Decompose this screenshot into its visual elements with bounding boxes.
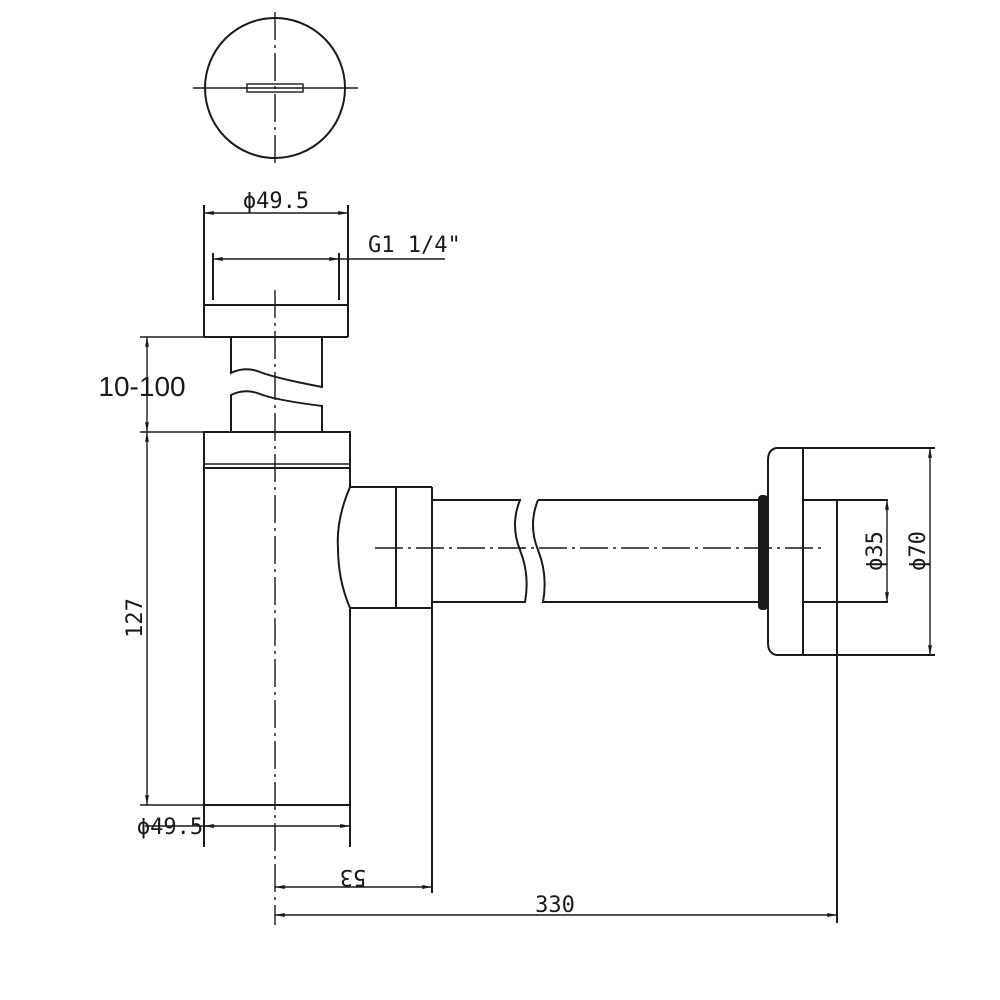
dimension-flange-diameter: ϕ70 [906,448,932,655]
extension-shaft [230,337,323,432]
wall-flange [758,447,935,923]
dimension-height-adjust: 10-100 [98,336,204,433]
dim-label-flange-diameter: ϕ70 [906,531,931,571]
dim-label-pipe-diameter: ϕ35 [863,531,888,571]
outlet-pipe [432,499,762,603]
dim-label-thread: G1 1/4" [368,233,461,258]
top-view-plug [193,12,358,165]
dimension-thread: G1 1/4" [213,233,461,261]
dimension-bottom-diameter: ϕ49.5 [137,815,350,840]
dimension-outlet-offset: 53 [275,864,432,889]
dim-label-outlet-offset: 53 [340,864,367,889]
dimension-pipe-diameter: ϕ35 [863,500,889,602]
dim-label-total-length: 330 [535,893,575,918]
dimension-body-height: 127 [123,432,204,806]
dimension-total-length: 330 [275,893,837,918]
dim-label-top-diameter: ϕ49.5 [243,189,309,214]
dimension-top-diameter: ϕ49.5 [204,189,348,215]
dim-label-height-adjust: 10-100 [98,371,185,402]
collar [203,431,351,469]
dim-label-body-height: 127 [123,598,148,638]
trap-body [203,468,351,847]
dim-label-bottom-diameter: ϕ49.5 [137,815,203,840]
side-outlet [336,486,433,893]
plug-cap [203,205,349,338]
